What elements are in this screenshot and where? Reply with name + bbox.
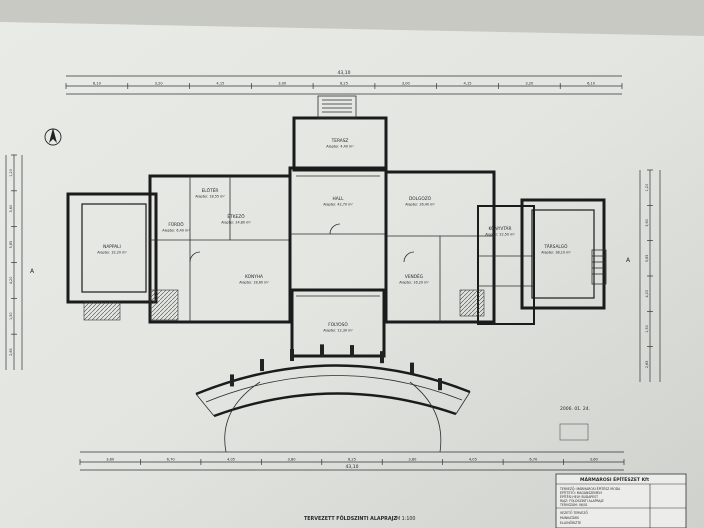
porch-post <box>438 378 442 391</box>
room-name: ÉTKEZŐ <box>227 212 245 220</box>
porch-post <box>230 374 234 387</box>
bottom-dim-label: 6,70 <box>167 458 176 462</box>
north-arrow <box>44 128 62 146</box>
stamp-date: 2006. 01. 24. <box>560 406 590 412</box>
room-area: Alapter. 38,10 m² <box>541 251 571 255</box>
top-dim-label: 6,10 <box>93 82 102 86</box>
room-area: Alapter. 6,40 m² <box>162 229 190 233</box>
top-dim-label: 3,00 <box>402 82 411 86</box>
title-block-line: RAJZ: FÖLDSZINTI ALAPRAJZ <box>560 498 604 503</box>
right-dim-label: 2,85 <box>645 361 649 369</box>
room-name: FÜRDŐ <box>168 221 184 228</box>
top-dim-label: 4,15 <box>216 82 224 86</box>
title-block-line: ÉPÍTÉSI HELY: BUDAPEST <box>560 494 598 499</box>
bottom-dim-label: 3,60 <box>590 458 599 462</box>
porch-post <box>380 351 384 364</box>
left-dim-label: 5,85 <box>9 241 13 249</box>
right-dimension-chain: 1,20 3,60 5,85 4,20 1,50 2,85 <box>639 169 661 382</box>
bottom-dim-label: 6,70 <box>529 458 538 462</box>
top-dim-label: 6,25 <box>340 82 348 86</box>
approval-stamp <box>559 423 589 441</box>
bottom-total-dim: 43,10 <box>346 464 359 470</box>
bottom-dim-label: 3,60 <box>106 458 115 462</box>
room-name: HALL <box>333 196 345 202</box>
top-dim-label: 3,00 <box>278 82 287 86</box>
room-name: TERASZ <box>331 138 349 144</box>
title-block-line: TERVSZÁM: 06/01 <box>559 502 588 507</box>
room-area: Alapter. 26,40 m² <box>405 203 435 207</box>
section-mark-right: A <box>626 257 631 264</box>
bottom-dimension-chain: 43,10 3,60 6,70 4,05 3,80 6,25 3,80 4,05 6,70 3,… <box>79 451 625 471</box>
left-dim-label: 1,20 <box>9 169 13 177</box>
title-block-line: TERVEZŐ: MÁRMAROSI ÉPÍTÉSZ IRODA <box>559 486 621 491</box>
porch-post <box>410 362 414 375</box>
right-dim-label: 1,20 <box>645 184 649 192</box>
title-block: MÁRMAROSI ÉPÍTÉSZET Kft TERVEZŐ: MÁRMARO… <box>555 473 687 528</box>
right-dim-label: 1,50 <box>645 325 649 333</box>
left-dim-label: 2,85 <box>9 348 13 356</box>
drawing-title: TERVEZETT FÖLDSZINTI ALAPRAJZ <box>304 515 397 522</box>
porch-post <box>290 349 294 362</box>
building-plan <box>66 95 607 453</box>
bottom-dim-label: 3,80 <box>408 458 417 462</box>
top-dim-label: 3,20 <box>525 82 534 86</box>
left-dimension-chain: 1,20 3,60 5,85 4,20 1,50 2,85 <box>5 154 23 370</box>
room-name: NAPPALI <box>103 244 121 250</box>
left-dim-label: 3,60 <box>9 205 13 213</box>
left-dim-label: 4,20 <box>9 277 13 285</box>
title-block-footer-line: MUNKATÁRS <box>560 515 579 520</box>
title-block-footer-line: ELLENŐRIZTE <box>560 520 581 525</box>
room-name: ELŐTÉR <box>202 186 219 194</box>
right-dim-label: 5,85 <box>645 255 649 263</box>
room-area: Alapter. 12,30 m² <box>323 329 353 333</box>
right-dim-label: 3,60 <box>645 219 649 227</box>
room-name: TÁRSALGÓ <box>543 243 568 250</box>
left-dim-label: 1,50 <box>9 312 13 320</box>
top-dimension-chain: 43,10 6,10 3,20 4,15 3,00 6,25 3,00 4,15 3,20 6,… <box>65 70 623 95</box>
title-block-header: MÁRMAROSI ÉPÍTÉSZET Kft <box>580 475 650 483</box>
porch-post <box>320 344 324 357</box>
porch-post <box>260 359 264 372</box>
right-dim-label: 4,20 <box>645 290 649 298</box>
paper <box>0 22 704 528</box>
top-dim-label: 3,20 <box>155 82 164 86</box>
room-area: Alapter. 22,50 m² <box>485 233 515 237</box>
section-mark-left: A <box>30 268 35 275</box>
room-name: KÖNYVTÁR <box>489 225 512 232</box>
top-total-dim: 43,10 <box>338 70 351 76</box>
top-dim-label: 4,15 <box>464 82 472 86</box>
room-area: Alapter. 42,70 m² <box>323 203 353 207</box>
bottom-dim-label: 6,25 <box>348 458 356 462</box>
room-name: FOLYOSÓ <box>328 321 348 328</box>
room-name: VENDÉG <box>405 272 423 280</box>
drawing-scale: M 1:100 <box>396 516 416 522</box>
room-area: Alapter. 18,55 m² <box>195 195 225 199</box>
bottom-dim-label: 4,05 <box>469 458 477 462</box>
room-area: Alapter. 16,20 m² <box>399 281 429 285</box>
title-block-line: ÉPÍTTETŐ: MAGÁNSZEMÉLY <box>560 490 602 495</box>
bottom-dim-label: 4,05 <box>227 458 235 462</box>
porch-post <box>350 345 354 358</box>
title-block-footer-line: VEZETŐ TERVEZŐ <box>560 510 588 515</box>
room-area: Alapter. 24,80 m² <box>221 221 251 225</box>
top-dim-label: 6,10 <box>587 82 596 86</box>
room-name: KONYHA <box>245 274 263 280</box>
room-area: Alapter. 4,40 m² <box>326 145 354 149</box>
room-area: Alapter. 18,60 m² <box>239 281 269 285</box>
room-name: DOLGOZÓ <box>409 195 432 202</box>
bottom-dim-label: 3,80 <box>288 458 297 462</box>
room-area: Alapter. 32,20 m² <box>97 251 127 255</box>
